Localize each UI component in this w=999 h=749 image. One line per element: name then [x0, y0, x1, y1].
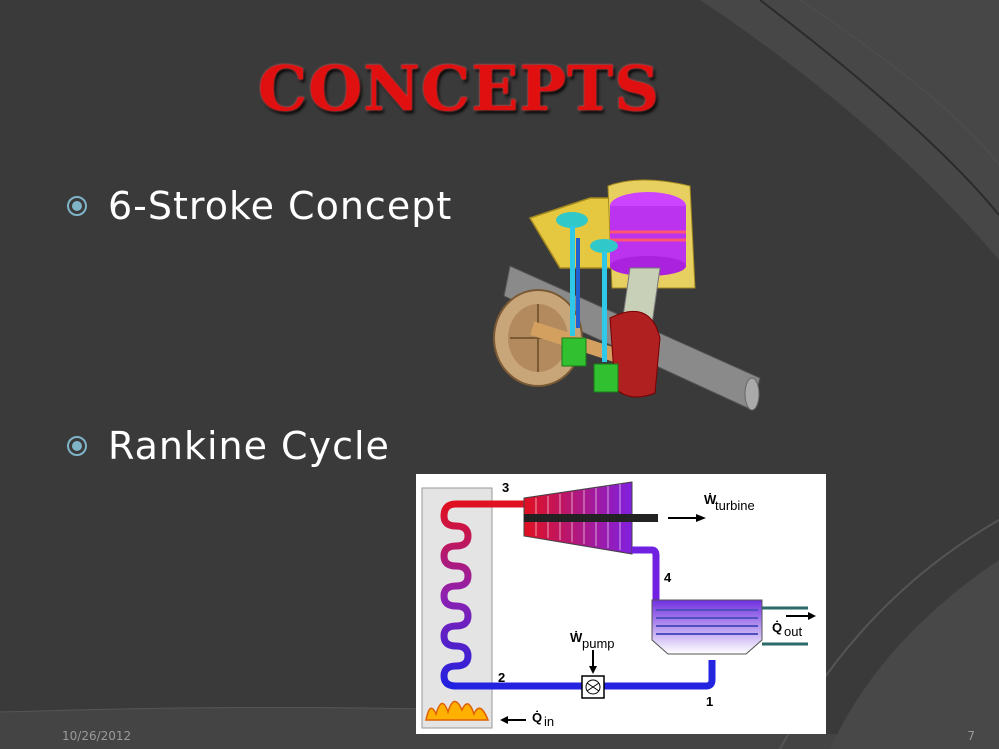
point-label: 4	[664, 570, 672, 585]
rankine-cycle-diagram: 3 4 2 1 Ẇ turbine Ẇ pump Q̇ out Q̇ in	[416, 474, 826, 734]
q-in-sub: in	[544, 714, 554, 729]
w-pump-symbol: Ẇ	[570, 630, 583, 645]
w-turbine-symbol: Ẇ	[704, 492, 717, 507]
slide-title: CONCEPTS	[257, 52, 661, 125]
q-out-symbol: Q̇	[772, 620, 782, 635]
w-turbine-sub: turbine	[715, 498, 755, 513]
engine-illustration	[493, 179, 761, 411]
bullet-label: 6-Stroke Concept	[108, 184, 453, 228]
slide-date: 10/26/2012	[62, 729, 132, 743]
bullet-item-rankine: Rankine Cycle	[66, 424, 390, 468]
point-label: 1	[706, 694, 713, 709]
slide-page-number: 7	[967, 729, 975, 743]
bullet-item-6-stroke: 6-Stroke Concept	[66, 184, 452, 228]
bullet-ring-icon	[67, 196, 87, 216]
w-pump-sub: pump	[582, 636, 615, 651]
q-in-symbol: Q̇	[532, 710, 542, 725]
bullet-ring-icon	[67, 436, 87, 456]
q-out-sub: out	[784, 624, 802, 639]
point-label: 2	[498, 670, 505, 685]
bullet-label: Rankine Cycle	[108, 424, 390, 468]
point-label: 3	[502, 480, 509, 495]
